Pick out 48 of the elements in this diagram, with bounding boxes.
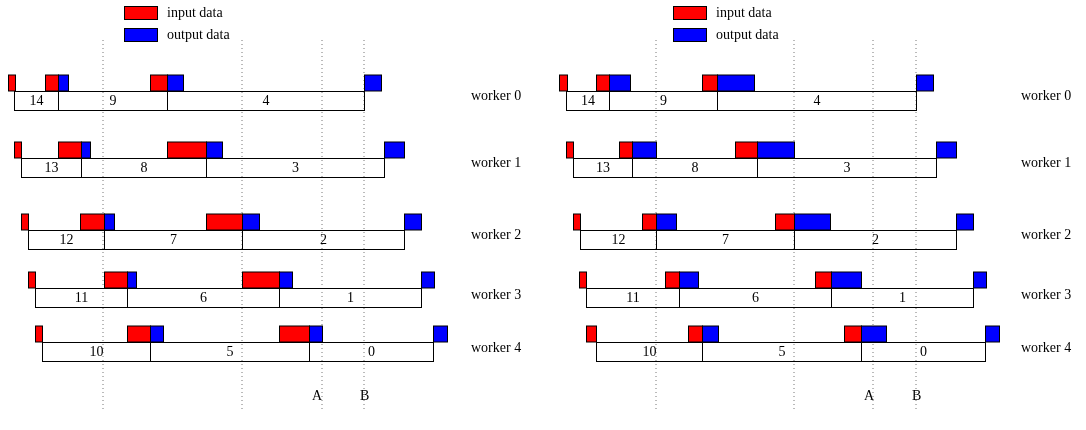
task-bar: 5	[702, 342, 862, 362]
task-bar: 11	[35, 288, 128, 308]
task-bar: 5	[150, 342, 310, 362]
worker-label: worker 4	[471, 340, 522, 356]
task-bar: 0	[309, 342, 434, 362]
task-bar: 4	[167, 91, 365, 111]
worker-label: worker 0	[1021, 88, 1072, 104]
time-marker-label: B	[912, 388, 922, 404]
time-marker-label: A	[864, 388, 875, 404]
task-bar: 12	[580, 230, 657, 250]
legend-label: output data	[167, 27, 230, 43]
task-bar: 11	[586, 288, 680, 308]
task-bar: 14	[14, 91, 59, 111]
task-bar: 12	[28, 230, 105, 250]
worker-label: worker 3	[1021, 287, 1072, 303]
time-marker-label: A	[312, 388, 323, 404]
task-bar: 8	[81, 158, 207, 178]
worker-label: worker 1	[471, 155, 522, 171]
task-bar: 10	[42, 342, 151, 362]
task-bar: 14	[566, 91, 610, 111]
legend-label: output data	[716, 27, 779, 43]
task-bar: 13	[573, 158, 633, 178]
worker-label: worker 2	[1021, 227, 1072, 243]
task-bar: 9	[609, 91, 718, 111]
task-bar: 7	[656, 230, 795, 250]
task-bar: 9	[58, 91, 168, 111]
task-bar: 3	[206, 158, 385, 178]
task-bar: 10	[596, 342, 703, 362]
worker-label: worker 4	[1021, 340, 1072, 356]
legend-label: input data	[716, 5, 772, 21]
task-bar: 1	[279, 288, 422, 308]
task-bar: 0	[861, 342, 986, 362]
task-bar: 6	[679, 288, 832, 308]
task-bar: 13	[21, 158, 82, 178]
time-marker-label: B	[360, 388, 370, 404]
task-bar: 7	[104, 230, 243, 250]
legend-label: input data	[167, 5, 223, 21]
task-bar: 4	[717, 91, 917, 111]
task-bar: 3	[757, 158, 937, 178]
task-bar: 6	[127, 288, 280, 308]
task-bar: 2	[794, 230, 957, 250]
task-bar: 1	[831, 288, 974, 308]
worker-label: worker 0	[471, 88, 522, 104]
task-bar: 8	[632, 158, 758, 178]
task-bar: 2	[242, 230, 405, 250]
worker-label: worker 1	[1021, 155, 1072, 171]
worker-label: worker 3	[471, 287, 522, 303]
worker-label: worker 2	[471, 227, 522, 243]
